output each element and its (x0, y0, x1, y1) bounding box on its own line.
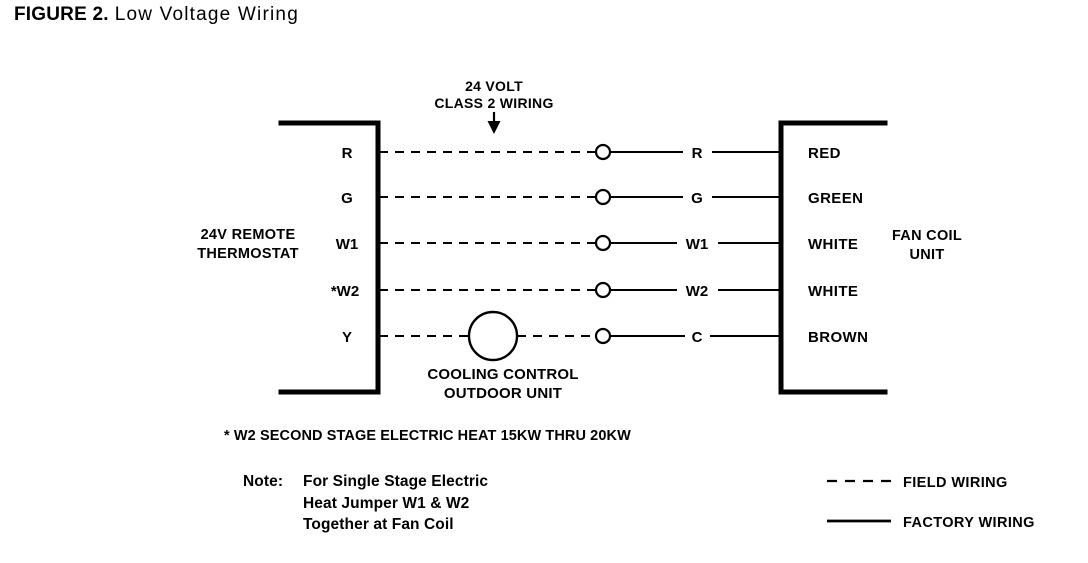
note-line-1: For Single Stage Electric (303, 473, 488, 490)
legend-field-wiring: FIELD WIRING (827, 475, 1008, 491)
note-label: Note: (243, 473, 283, 490)
thermostat-label-line-2: THERMOSTAT (197, 246, 299, 262)
fan-coil-box (778, 120, 888, 395)
wire-label: C (692, 329, 703, 346)
cooling-control-label-line-1: COOLING CONTROL (427, 366, 578, 383)
terminal-circle (594, 143, 612, 161)
thermostat-label-line-1: 24V REMOTE (201, 227, 296, 243)
note-line-3: Together at Fan Coil (303, 516, 454, 533)
footnote-text: * W2 SECOND STAGE ELECTRIC HEAT 15KW THR… (224, 428, 631, 444)
wiring-row: R R RED (342, 143, 841, 162)
thermostat-terminal-label: R (342, 145, 353, 162)
wiring-row: W1 W1 WHITE (336, 234, 858, 253)
terminal-circle (594, 327, 612, 345)
thermostat-terminal-label: *W2 (331, 283, 359, 300)
thermostat-terminal-label: Y (342, 329, 352, 346)
figure-title: FIGURE 2.Low Voltage Wiring (14, 4, 299, 26)
wire-label: W2 (686, 283, 709, 300)
thermostat-box (278, 120, 381, 395)
arrow-down-icon (487, 112, 501, 134)
cooling-control-label-line-2: OUTDOOR UNIT (444, 385, 562, 402)
note-line-2: Heat Jumper W1 & W2 (303, 495, 469, 512)
annotation-line-2: CLASS 2 WIRING (434, 95, 553, 111)
wiring-row: Y C BROWN (342, 310, 868, 362)
thermostat-terminal-label: W1 (336, 236, 359, 253)
wiring-row: *W2 W2 WHITE (331, 281, 858, 300)
figure-caption: Low Voltage Wiring (114, 4, 299, 25)
fan-coil-wire-color: GREEN (808, 190, 863, 207)
legend-field-wiring-label: FIELD WIRING (903, 475, 1008, 491)
annotation-line-1: 24 VOLT (465, 78, 523, 94)
wire-label: R (692, 145, 703, 162)
fan-coil-wire-color: BROWN (808, 329, 868, 346)
fan-coil-wire-color: RED (808, 145, 841, 162)
terminal-circle (594, 188, 612, 206)
wire-label: W1 (686, 236, 709, 253)
terminal-circle (594, 281, 612, 299)
fan-coil-label-line-1: FAN COIL (892, 228, 962, 244)
wiring-row: G G GREEN (341, 188, 863, 207)
legend-factory-wiring: FACTORY WIRING (827, 515, 1035, 531)
cooling-control-circle (467, 310, 519, 362)
terminal-circle (594, 234, 612, 252)
figure-number: FIGURE 2. (14, 4, 109, 25)
fan-coil-wire-color: WHITE (808, 236, 858, 253)
fan-coil-label-line-2: UNIT (909, 247, 944, 263)
wire-label: G (691, 190, 703, 207)
legend-factory-wiring-label: FACTORY WIRING (903, 515, 1035, 531)
fan-coil-wire-color: WHITE (808, 283, 858, 300)
thermostat-terminal-label: G (341, 190, 353, 207)
